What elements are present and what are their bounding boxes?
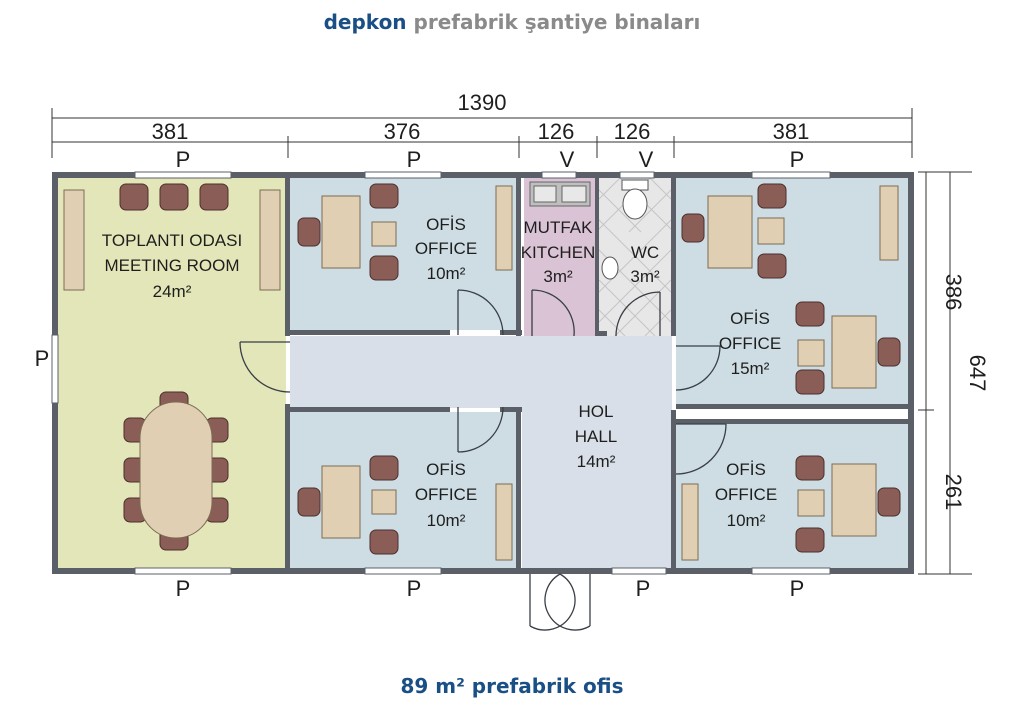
dimension-labels: 1390 381 376 126 126 381 386 261 647	[152, 90, 990, 510]
window-marker: P	[35, 346, 50, 371]
vent-marker: V	[560, 147, 575, 172]
segment-width-5: 381	[773, 119, 810, 144]
window-marker: P	[790, 576, 805, 601]
windows	[51, 171, 831, 575]
cabinet	[259, 189, 281, 291]
office-bottom-right-label-en: OFFICE	[715, 485, 777, 504]
window	[751, 567, 831, 575]
office-bottom-left-label-tr: OFİS	[426, 460, 466, 479]
office-top-right-label-en: OFFICE	[719, 334, 781, 353]
window-marker: P	[407, 576, 422, 601]
office-bottom-right-label-tr: OFİS	[726, 460, 766, 479]
window	[751, 171, 831, 179]
office-bottom-left-label-en: OFFICE	[415, 485, 477, 504]
office-top-left-label-tr: OFİS	[426, 215, 466, 234]
office-top-left-label-en: OFFICE	[415, 239, 477, 258]
wc-label: WC	[631, 243, 659, 262]
meeting-room-label-en: MEETING ROOM	[104, 256, 239, 275]
window-marker: P	[176, 576, 191, 601]
kitchen-label-tr: MUTFAK	[524, 218, 594, 237]
window	[364, 567, 442, 575]
total-depth-label: 647	[965, 355, 990, 392]
cabinet	[63, 189, 85, 291]
total-width-label: 1390	[458, 90, 507, 115]
office-bottom-right-area: 10m²	[727, 511, 766, 530]
doors	[239, 289, 727, 631]
window-marker: P	[636, 576, 651, 601]
header-subtitle: prefabrik şantiye binaları	[413, 10, 701, 34]
office-bottom-left-furniture	[297, 455, 513, 561]
meeting-room-area: 24m²	[153, 282, 192, 301]
vent-marker: V	[639, 147, 654, 172]
window-marker: P	[790, 147, 805, 172]
brand-name: depkon	[323, 10, 407, 34]
depth-segment-1: 386	[941, 274, 966, 311]
window	[51, 334, 59, 404]
dimension-lines	[51, 108, 972, 575]
office-top-left-area: 10m²	[427, 264, 466, 283]
floors	[58, 178, 908, 568]
window-markers: P P V V P P P P P P	[35, 147, 805, 601]
office-top-right-label-tr: OFİS	[730, 309, 770, 328]
office-top-left-furniture	[297, 183, 513, 281]
office-top-right-furniture	[681, 183, 901, 395]
hall-label-tr: HOL	[579, 402, 614, 421]
depth-segment-2: 261	[941, 474, 966, 511]
kitchen-label-en: KITCHEN	[521, 243, 596, 262]
segment-width-2: 376	[384, 119, 421, 144]
hall-label-en: HALL	[575, 427, 618, 446]
conference-table	[139, 401, 213, 539]
window-marker: P	[176, 147, 191, 172]
segment-width-4: 126	[614, 119, 651, 144]
room-labels: TOPLANTI ODASI MEETING ROOM 24m² OFİS OF…	[102, 215, 781, 530]
wc-fixtures	[601, 179, 649, 280]
vent-window	[541, 171, 577, 179]
office-bottom-right-furniture	[681, 455, 901, 561]
hall-floor-main	[522, 336, 672, 568]
window	[611, 567, 667, 575]
page-header: depkon prefabrik şantiye binaları	[0, 10, 1024, 34]
wc-area: 3m²	[630, 267, 660, 286]
vent-window	[619, 171, 655, 179]
wc-tiles	[598, 177, 672, 337]
window	[134, 171, 232, 179]
meeting-room-furniture	[63, 183, 281, 551]
kitchen-area: 3m²	[543, 267, 573, 286]
window	[134, 567, 232, 575]
meeting-room-label-tr: TOPLANTI ODASI	[102, 231, 242, 250]
segment-width-1: 381	[152, 119, 189, 144]
kitchen-fixtures	[529, 181, 591, 207]
window	[364, 171, 442, 179]
window-marker: P	[407, 147, 422, 172]
hall-area: 14m²	[577, 452, 616, 471]
office-top-right-area: 15m²	[731, 359, 770, 378]
segment-width-3: 126	[538, 119, 575, 144]
office-bottom-left-area: 10m²	[427, 511, 466, 530]
page-caption: 89 m² prefabrik ofis	[400, 674, 624, 698]
